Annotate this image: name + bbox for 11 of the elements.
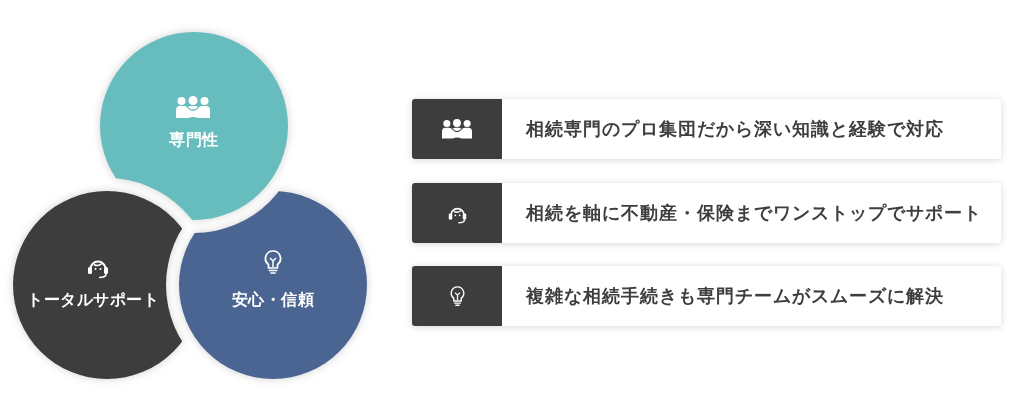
feature-card xyxy=(412,266,1001,326)
feature-title: 専門性 xyxy=(169,130,219,150)
feature-card xyxy=(412,99,1001,159)
feature-description: 相続専門のプロ集団だから深い知識と経験で対応 xyxy=(526,118,944,140)
feature-title: トータルサポート xyxy=(27,290,159,310)
feature-description: 複雑な相続手続きも専門チームがスムーズに解決 xyxy=(526,285,944,307)
feature-title: 安心・信頼 xyxy=(231,290,315,310)
feature-description: 相続を軸に不動産・保険までワンストップでサポート xyxy=(526,202,982,224)
category-circle xyxy=(100,32,288,220)
category-circle xyxy=(179,191,367,379)
feature-card xyxy=(412,183,1001,243)
